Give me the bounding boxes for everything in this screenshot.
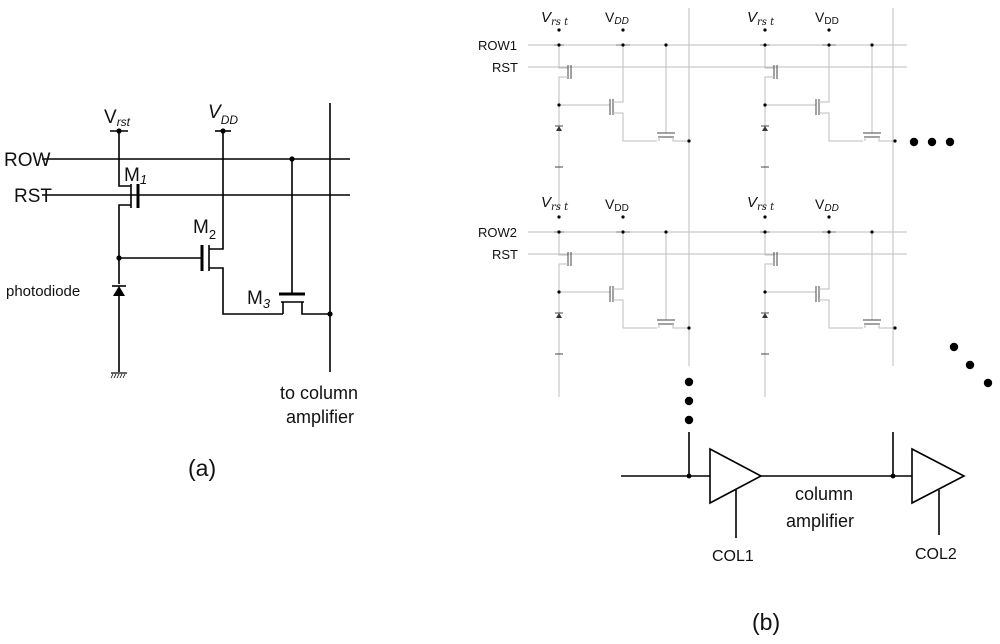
panel-a: Vrst VDD ROW RST M1 M2 M3 photodiode to … [4, 102, 358, 481]
vrst-label-4: Vrs t [747, 194, 775, 213]
row2-label: ROW2 [478, 225, 517, 240]
rst2-label: RST [492, 247, 518, 262]
row-label: ROW [4, 150, 51, 171]
column-amp-label-line1: to column [280, 383, 358, 403]
vdd-dot-4 [827, 215, 831, 219]
m2-source-wire [209, 267, 283, 315]
m2-label: M2 [193, 217, 216, 242]
pixel-r2c2 [759, 229, 898, 398]
ellipsis-horizontal [909, 137, 955, 147]
column-amp-label-line2: amplifier [286, 407, 354, 427]
vdd-label-1: VDD [605, 9, 629, 27]
column-node [327, 311, 333, 317]
vrst-dot-4 [763, 215, 767, 219]
m3-label: M3 [247, 288, 271, 311]
caption-b: (b) [752, 609, 780, 635]
rst1-label: RST [492, 60, 518, 75]
rst-label: RST [14, 186, 52, 207]
m1-drain-wire [118, 131, 131, 187]
vdd-label-3: VDD [605, 196, 629, 214]
vrst-dot-2 [763, 28, 767, 32]
vrst-label: Vrst [104, 107, 131, 129]
vdd-node [220, 128, 226, 134]
vdd-label: VDD [208, 102, 238, 127]
vdd-label-2: VDD [815, 9, 839, 27]
photodiode-label: photodiode [6, 283, 80, 300]
m3-drain-wire [301, 302, 330, 315]
caption-a: (a) [188, 455, 216, 481]
ellipsis-vertical [684, 377, 694, 425]
col1-label: COL1 [712, 548, 754, 565]
m2-drain-wire [209, 131, 224, 250]
vrst-dot-1 [557, 28, 561, 32]
col2-junction [890, 473, 896, 479]
amp-label-line2: amplifier [786, 511, 854, 531]
ellipsis-diagonal [949, 342, 993, 388]
vrst-dot-3 [557, 215, 561, 219]
pixel-r1c1 [553, 42, 692, 211]
col1-junction [686, 473, 692, 479]
pixel-r1c2 [759, 42, 898, 211]
vdd-dot-1 [621, 28, 625, 32]
m1-source-wire [118, 204, 131, 258]
vdd-dot-2 [827, 28, 831, 32]
vrst-label-1: Vrs t [541, 9, 569, 28]
col2-label: COL2 [915, 546, 957, 563]
vdd-label-4: VDD [815, 196, 839, 214]
amplifier-2-icon [911, 447, 966, 505]
vrst-label-2: Vrs t [747, 9, 775, 28]
vrst-label-3: Vrs t [541, 194, 569, 213]
pixel-r2c1 [553, 229, 692, 398]
amplifier-1-icon [709, 447, 763, 505]
photodiode-icon [113, 286, 125, 296]
panel-b: ROW1 RST ROW2 RST Vrs t VDD Vrs t VDD Vr… [478, 8, 993, 635]
vdd-dot-3 [621, 215, 625, 219]
row1-label: ROW1 [478, 38, 517, 53]
amp-label-line1: column [795, 484, 853, 504]
m1-label: M1 [124, 165, 147, 187]
ground-icon [110, 372, 127, 379]
